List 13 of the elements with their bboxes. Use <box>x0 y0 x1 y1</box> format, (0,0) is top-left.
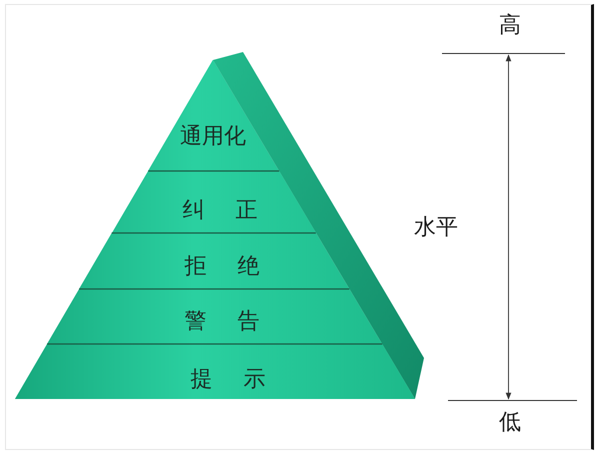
pyramid-layer <box>112 171 316 233</box>
level-label: 高 <box>499 14 521 38</box>
level-label: 水平 <box>414 216 458 240</box>
layer-label: 通用化 <box>180 124 246 150</box>
level-label: 低 <box>499 410 521 436</box>
pyramid-layer <box>148 60 280 171</box>
layer-label: 拒 绝 <box>184 254 260 280</box>
layer-label: 警 告 <box>184 310 260 334</box>
layer-label: 提 示 <box>190 368 266 392</box>
layer-label: 纠 正 <box>182 198 258 224</box>
pyramid-layer <box>79 233 350 289</box>
pyramid-layer <box>47 289 382 344</box>
pyramid-layer <box>15 344 415 399</box>
